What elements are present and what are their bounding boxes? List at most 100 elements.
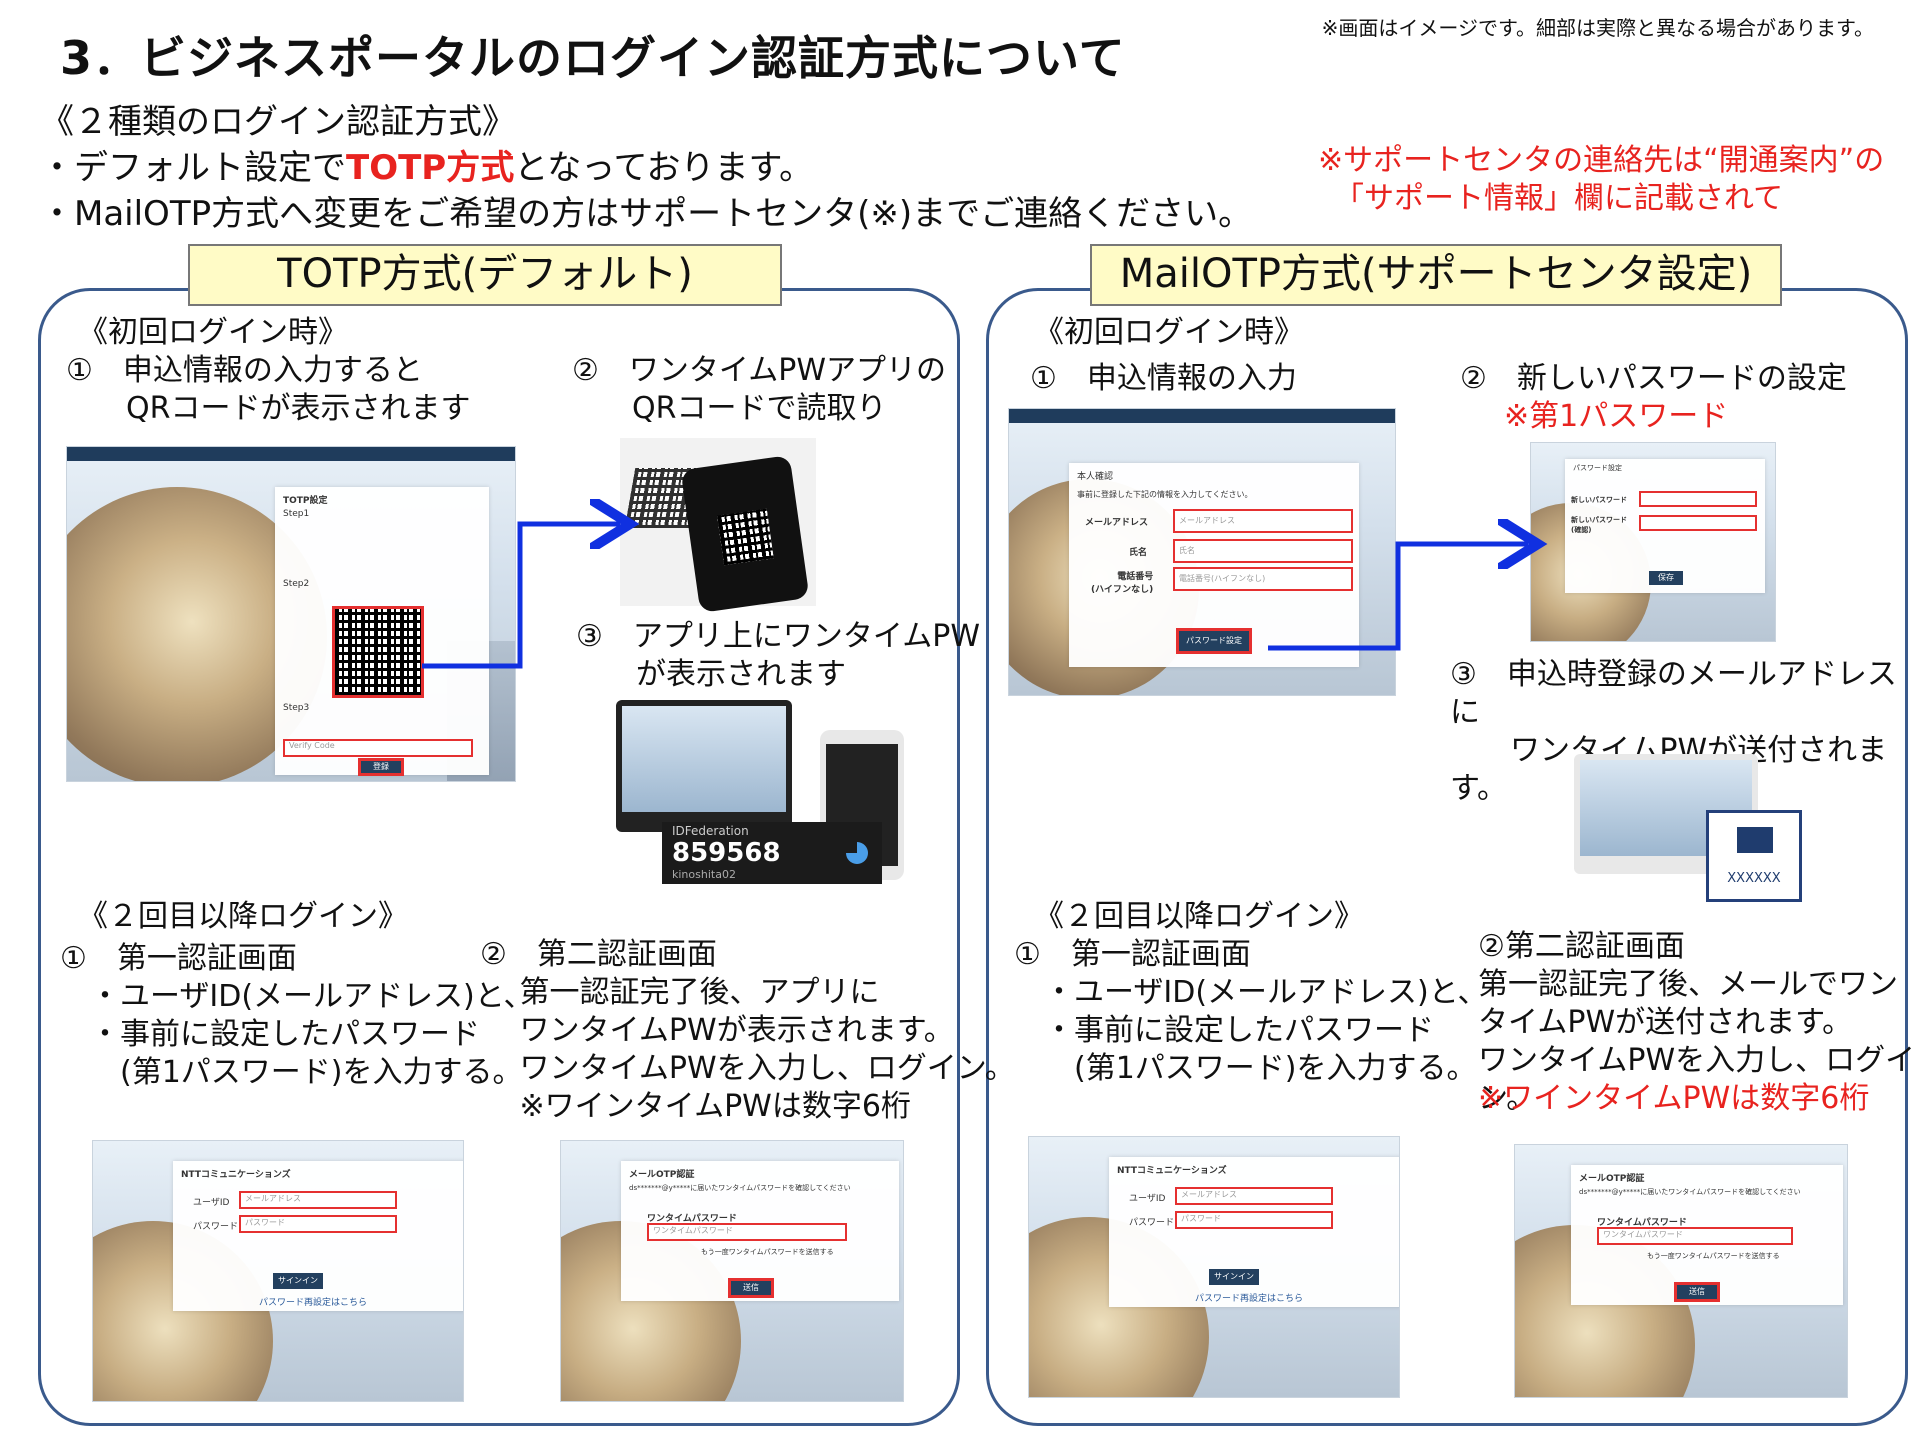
qr-scan-photo [620, 438, 816, 613]
confirm-password-label: 新しいパスワード (確認) [1571, 516, 1627, 534]
image-note: ※画面はイメージです。細部は実際と異なる場合があります。 [1321, 16, 1874, 40]
timer-icon [846, 842, 868, 864]
registration-card: 本人確認 事前に登録した下記の情報を入力してください。 メールアドレス メールア… [1069, 463, 1359, 667]
login-card: NTTコミュニケーションズ ユーザID メールアドレス パスワード パスワード … [173, 1161, 463, 1311]
reset-password-link[interactable]: パスワード再設定はこちら [259, 1298, 368, 1308]
otp-title: メールOTP認証 [1579, 1174, 1645, 1184]
otp-card: メールOTP認証 ds*******@y*****に届いたワンタイムパスワードを… [1571, 1165, 1843, 1305]
page-title: 3．ビジネスポータルのログイン認証方式について [60, 31, 1126, 85]
totp-second-step-2: ② 第二認証画面 第一認証完了後、アプリに ワンタイムPWが表示されます。 ワン… [480, 937, 1015, 1124]
intro-heading: 《２種類のログイン認証方式》 [40, 102, 516, 142]
support-note-2: 「サポート情報」欄に記載されて [1334, 181, 1784, 216]
new-password-label: 新しいパスワード [1571, 496, 1627, 504]
otp-desc: ds*******@y*****に届いたワンタイムパスワードを確認してください [1579, 1188, 1801, 1196]
send-button[interactable]: 送信 [728, 1278, 774, 1298]
registration-name-label: 氏名 [1129, 548, 1148, 558]
login-brand: NTTコミュニケーションズ [181, 1170, 291, 1180]
password-field[interactable]: パスワード [1175, 1211, 1333, 1229]
mail-second-login-heading: 《２回目以降ログイン》 [1034, 899, 1364, 934]
mail-delivery-image: XXXXXX [1574, 754, 1806, 910]
mail-otp-screenshot: メールOTP認証 ds*******@y*****に届いたワンタイムパスワードを… [1514, 1144, 1848, 1398]
mail-first-login-heading: 《初回ログイン時》 [1034, 315, 1304, 350]
otp-title: メールOTP認証 [629, 1170, 695, 1180]
intro-line-1-em: TOTP方式 [346, 148, 515, 188]
support-note-1: ※サポートセンタの連絡先は“開通案内”の [1318, 143, 1885, 178]
verify-code-field[interactable]: Verify Code [283, 739, 473, 757]
registration-title: 本人確認 [1077, 472, 1114, 482]
mail-step-2: ② 新しいパスワードの設定 [1460, 361, 1847, 396]
otp-app-card: IDFederation 859568 kinoshita02 [662, 822, 882, 884]
otp-label: ワンタイムパスワード [647, 1214, 737, 1224]
totp-setup-card: TOTP設定 Step1 Step2 Step3 Verify Code 登録 [275, 487, 489, 776]
totp-tab: TOTP方式(デフォルト) [188, 244, 782, 306]
registration-tel-field[interactable]: 電話番号(ハイフンなし) [1173, 567, 1353, 591]
registration-mail-label: メールアドレス [1085, 518, 1149, 528]
password-field[interactable]: パスワード [239, 1215, 397, 1233]
registration-name-field[interactable]: 氏名 [1173, 539, 1353, 563]
totp-card-step3: Step3 [283, 703, 310, 713]
user-id-label: ユーザID [1129, 1194, 1166, 1204]
reset-password-link[interactable]: パスワード再設定はこちら [1195, 1294, 1304, 1304]
totp-card-step1: Step1 [283, 509, 310, 519]
monitor-image [616, 700, 792, 832]
intro-line-1-pre: ・デフォルト設定で [40, 148, 346, 188]
mail-otp-code: XXXXXX [1727, 871, 1781, 886]
user-id-field[interactable]: メールアドレス [1175, 1187, 1333, 1205]
totp-card-step2: Step2 [283, 579, 310, 589]
intro-line-2: ・MailOTP方式へ変更をご希望の方はサポートセンタ(※)までご連絡ください。 [40, 194, 1253, 234]
login-brand: NTTコミュニケーションズ [1117, 1166, 1227, 1176]
app-otp-code: 859568 [672, 838, 781, 868]
send-button[interactable]: 送信 [1674, 1282, 1720, 1302]
intro-line-1-post: となっております。 [514, 148, 814, 188]
otp-field[interactable]: ワンタイムパスワード [1597, 1227, 1793, 1245]
mail-second-step-2-note: ※ワインタイムPWは数字6桁 [1478, 1081, 1870, 1116]
totp-step-3: ③ アプリ上にワンタイムPW が表示されます [576, 619, 981, 692]
totp-otp-screenshot: メールOTP認証 ds*******@y*****に届いたワンタイムパスワードを… [560, 1140, 904, 1402]
app-user: kinoshita02 [672, 868, 736, 881]
user-id-field[interactable]: メールアドレス [239, 1191, 397, 1209]
totp-step-2: ② ワンタイムPWアプリの QRコードで読取り [572, 353, 947, 426]
otp-label: ワンタイムパスワード [1597, 1218, 1687, 1228]
mail-step-2-note: ※第1パスワード [1504, 399, 1729, 434]
new-password-field[interactable] [1639, 491, 1757, 507]
otp-field[interactable]: ワンタイムパスワード [647, 1223, 847, 1241]
signin-button[interactable]: サインイン [1209, 1269, 1259, 1285]
password-setup-button[interactable]: パスワード設定 [1176, 628, 1252, 654]
password-label: パスワード [1129, 1218, 1175, 1228]
confirm-password-field[interactable] [1639, 515, 1757, 531]
signin-button[interactable]: サインイン [273, 1273, 323, 1289]
new-password-title: パスワード設定 [1573, 464, 1622, 472]
register-button[interactable]: 登録 [358, 758, 404, 776]
login-card: NTTコミュニケーションズ ユーザID メールアドレス パスワード パスワード … [1109, 1157, 1399, 1307]
mail-new-password-screenshot: パスワード設定 新しいパスワード 新しいパスワード (確認) 保存 [1530, 442, 1776, 642]
totp-first-login-heading: 《初回ログイン時》 [78, 315, 348, 350]
intro-line-1: ・デフォルト設定でTOTP方式となっております。 [40, 146, 813, 190]
save-button[interactable]: 保存 [1649, 571, 1683, 585]
resend-link[interactable]: もう一度ワンタイムパスワードを送信する [701, 1248, 834, 1256]
mail-login-screenshot: NTTコミュニケーションズ ユーザID メールアドレス パスワード パスワード … [1028, 1136, 1400, 1398]
totp-second-step-1: ① 第一認証画面 ・ユーザID(メールアドレス)と、 ・事前に設定したパスワード… [60, 941, 534, 1090]
registration-mail-field[interactable]: メールアドレス [1173, 509, 1353, 533]
otp-card: メールOTP認証 ds*******@y*****に届いたワンタイムパスワードを… [621, 1161, 899, 1301]
password-label: パスワード [193, 1222, 239, 1232]
user-id-label: ユーザID [193, 1198, 230, 1208]
otp-desc: ds*******@y*****に届いたワンタイムパスワードを確認してください [629, 1184, 851, 1192]
screenshot-header-bar [67, 447, 515, 461]
app-brand: IDFederation [672, 824, 749, 838]
totp-step-1: ① 申込情報の入力すると QRコードが表示されます [66, 353, 471, 426]
totp-login-screenshot: NTTコミュニケーションズ ユーザID メールアドレス パスワード パスワード … [92, 1140, 464, 1402]
app-devices-image: IDFederation 859568 kinoshita02 [612, 696, 912, 886]
mail-second-step-2: ②第二認証画面 第一認証完了後、メールでワン タイムPWが送付されます。 ワンタ… [1478, 929, 1916, 1116]
mailotp-tab: MailOTP方式(サポートセンタ設定) [1090, 244, 1782, 306]
mail-monitor-image [1574, 754, 1758, 874]
totp-second-login-heading: 《２回目以降ログイン》 [78, 899, 408, 934]
mail-step-1: ① 申込情報の入力 [1030, 361, 1297, 396]
mail-arrow [1268, 544, 1528, 651]
mail-second-step-1: ① 第一認証画面 ・ユーザID(メールアドレス)と、 ・事前に設定したパスワード… [1014, 937, 1488, 1086]
registration-tel-label: 電話番号 (ハイフンなし) [1091, 572, 1154, 595]
totp-arrow [422, 524, 620, 669]
totp-card-title: TOTP設定 [283, 496, 328, 506]
registration-desc: 事前に登録した下記の情報を入力してください。 [1077, 490, 1253, 499]
resend-link[interactable]: もう一度ワンタイムパスワードを送信する [1647, 1252, 1780, 1260]
new-password-card: パスワード設定 新しいパスワード 新しいパスワード (確認) 保存 [1565, 459, 1765, 593]
